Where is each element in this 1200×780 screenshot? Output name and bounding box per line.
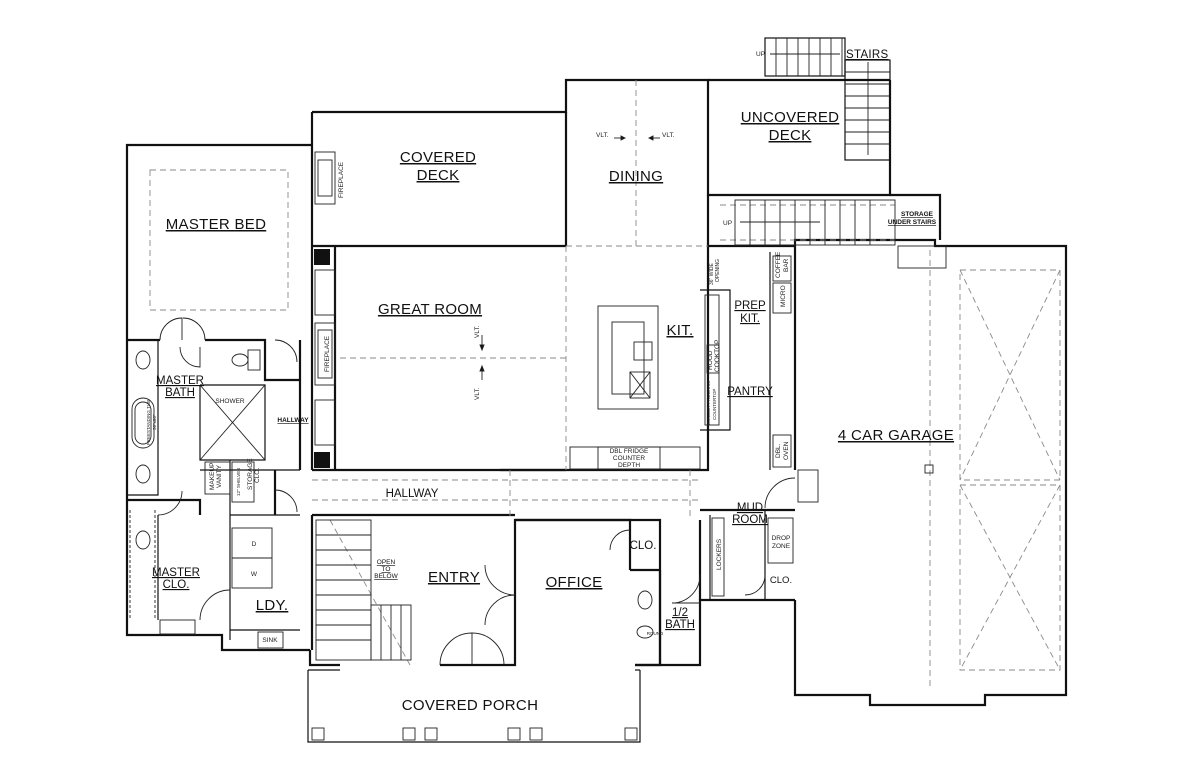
master-bath-label-1: MASTER (156, 375, 204, 387)
entry-label: ENTRY (428, 569, 480, 586)
master-bath-label-2: BATH (165, 387, 195, 399)
kitchen-label: KIT. (666, 322, 693, 339)
opening-note-1: 36" WIDE (709, 263, 715, 285)
dbl-fridge-note-1: DBL FRIDGE (610, 448, 649, 455)
hallway-label: HALLWAY (386, 488, 439, 500)
mud-room-label-2: ROOM (732, 514, 768, 526)
covered-porch-label: COVERED PORCH (402, 697, 538, 714)
stairs-label: STAIRS (846, 49, 889, 61)
master-closet-label-2: CLO. (163, 579, 190, 591)
vault-arrows (479, 135, 660, 380)
dashed-lines (149, 80, 1061, 690)
builder-program-note-1: BUILDER PROGRAM (706, 381, 711, 425)
dbl-fridge-note-2: COUNTER (613, 455, 645, 462)
micro-note: MICRO (780, 285, 787, 307)
tub-note-2: 36"x66" (152, 414, 157, 430)
vlt-note-gr-top: VLT. (474, 325, 481, 338)
sink-note: SINK (262, 637, 278, 644)
drop-zone-note-1: DROP (772, 535, 791, 542)
mud-closet-label: CLO. (770, 575, 792, 586)
prep-kitchen-label-1: PREP (734, 300, 766, 312)
up-note-top: UP (756, 51, 765, 58)
washer-note: W (251, 571, 258, 578)
dryer-note: D (252, 541, 257, 548)
doors (157, 317, 796, 666)
dbl-oven-note-2: OVEN (783, 441, 790, 460)
tub-note-1: FREESTANDING TUB (146, 400, 151, 445)
open-to-below-note-2: TO (382, 566, 391, 573)
uncovered-deck-label-1: UNCOVERED (741, 109, 840, 126)
dbl-fridge-note-3: DEPTH (618, 462, 640, 469)
builder-program-note-2: COUNTERTOP (712, 389, 717, 420)
garage-label: 4 CAR GARAGE (838, 427, 954, 444)
opening-note-2: OPENING (715, 259, 721, 282)
vlt-note-gr-bottom: VLT. (474, 387, 481, 400)
half-bath-label-2: BATH (665, 619, 695, 631)
uncovered-deck-label-2: DECK (769, 127, 812, 144)
makeup-vanity-note-1: MAKEUP (209, 463, 216, 490)
fireplace-great-room-note: FIREPLACE (324, 335, 331, 372)
coffee-bar-note-1: COFFEE (775, 251, 782, 278)
shelves-note: 12" SHELVES (236, 468, 241, 496)
storage-closet-note-1: STORAGE (247, 458, 254, 490)
hood-cooktop-note-2: COOKTOP (714, 340, 721, 372)
fireplace-deck-note: FIREPLACE (338, 161, 345, 198)
laundry-label: LDY. (256, 597, 289, 614)
storage-under-stairs-note-1: STORAGE (901, 211, 934, 218)
master-bed-label: MASTER BED (166, 216, 267, 233)
open-to-below-note-3: BELOW (374, 573, 398, 580)
dbl-oven-note-1: DBL. (775, 443, 782, 458)
storage-closet-note-2: CLO. (254, 468, 261, 483)
storage-under-stairs-note-2: UNDER STAIRS (888, 219, 937, 226)
master-closet-label-1: MASTER (152, 567, 200, 579)
coffee-bar-note-2: BAR (783, 258, 790, 272)
covered-porch (307, 669, 641, 743)
prep-kitchen-label-2: KIT. (740, 313, 760, 325)
office-closet-label: CLO. (630, 540, 657, 552)
covered-deck-label-2: DECK (417, 167, 460, 184)
great-room-label: GREAT ROOM (378, 301, 482, 318)
office-label: OFFICE (546, 574, 603, 591)
up-note-stair: UP (723, 220, 732, 227)
dining-label: DINING (609, 168, 663, 185)
drop-zone-note-2: ZONE (772, 543, 791, 550)
hood-cooktop-note-1: HOOD (707, 350, 714, 370)
vlt-note-right: VLT. (662, 132, 675, 139)
hallway-side-label: HALLWAY (277, 417, 309, 424)
vlt-note-left: VLT. (596, 132, 609, 139)
interior-stairs (315, 199, 896, 661)
fixtures (129, 151, 947, 741)
shower-note: SHOWER (215, 398, 245, 405)
solid-posts (314, 249, 330, 468)
covered-deck-label-1: COVERED (400, 149, 476, 166)
half-bath-label-1: 1/2 (672, 607, 688, 619)
open-to-below-note-1: OPEN (377, 559, 396, 566)
lockers-note: LOCKERS (716, 538, 723, 570)
mud-room-label-1: MUD (737, 502, 763, 514)
pantry-label: PANTRY (727, 386, 773, 398)
makeup-vanity-note-2: VANITY (216, 464, 223, 488)
round-note: ROUND (647, 631, 664, 636)
